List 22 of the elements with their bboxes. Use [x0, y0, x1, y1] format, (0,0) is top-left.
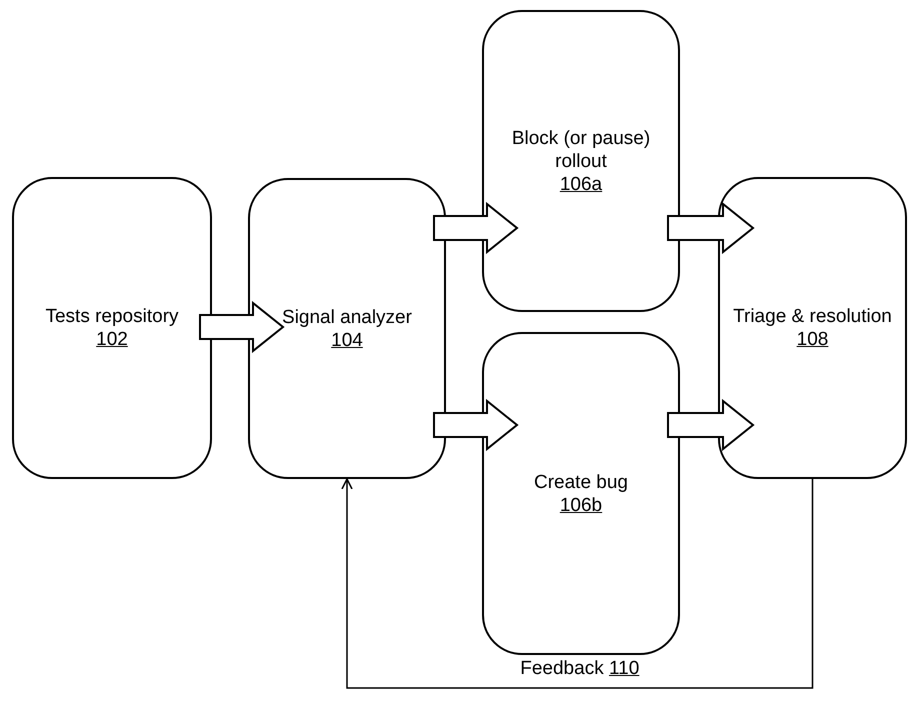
process-box — [12, 177, 212, 479]
reference-number: 102 — [96, 328, 128, 351]
process-box — [248, 178, 446, 479]
process-box — [482, 10, 680, 312]
box-label: Triage & resolution — [733, 305, 892, 328]
block-arrow — [433, 398, 519, 452]
block-arrow — [667, 398, 755, 452]
process-box — [718, 177, 907, 479]
reference-number: 106b — [560, 494, 602, 516]
box-label: Create bug — [534, 470, 628, 494]
box-label: Tests repository — [45, 305, 179, 328]
edge-label: Feedback 110 — [519, 658, 640, 680]
process-box — [482, 332, 680, 655]
block-arrow — [433, 202, 519, 254]
block-arrow — [199, 300, 285, 354]
reference-number: 108 — [796, 328, 828, 351]
reference-number: 106a — [560, 172, 602, 196]
feedback-arrow — [341, 478, 814, 689]
reference-number: 104 — [331, 328, 363, 352]
block-arrow — [667, 202, 755, 254]
box-label: Block (or pause) rollout — [510, 126, 652, 172]
box-label: Signal analyzer — [282, 306, 412, 328]
